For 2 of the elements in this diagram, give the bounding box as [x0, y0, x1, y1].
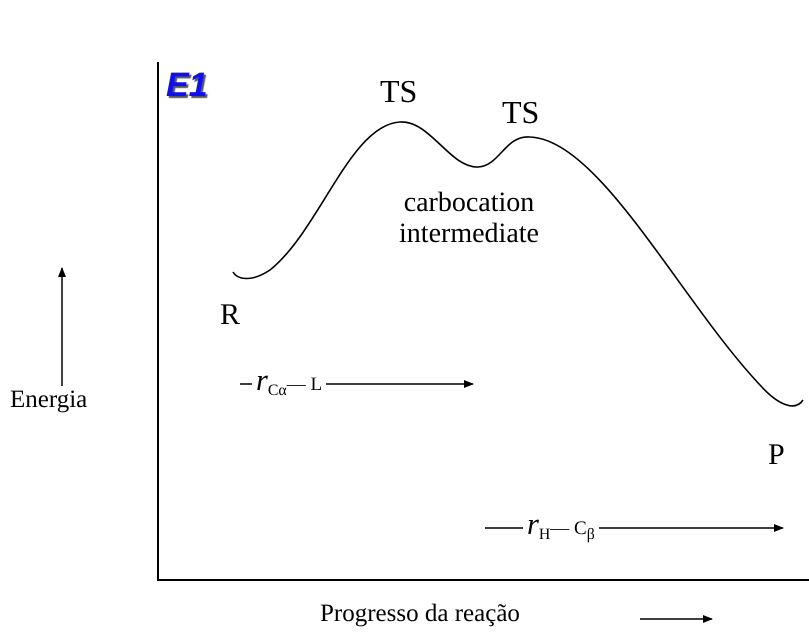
title: E1 — [166, 68, 208, 102]
axis-label: Energia — [10, 386, 88, 414]
